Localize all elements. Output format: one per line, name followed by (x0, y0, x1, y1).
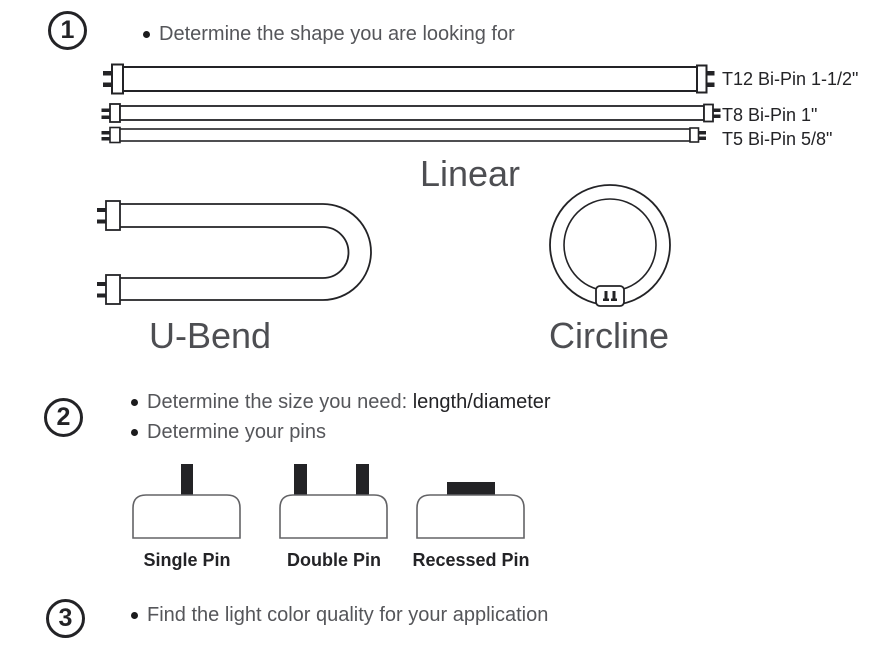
t12-tube-label: T12 Bi-Pin 1-1/2" (722, 69, 859, 89)
single-pin-label: Single Pin (143, 550, 231, 570)
step-2-badge: 2 (44, 398, 83, 437)
bullet-dot-icon (131, 398, 138, 406)
recessed-pin-drawing (416, 482, 525, 539)
step-1-bullet: Determine the shape you are looking for (143, 21, 515, 47)
step-2-size-prefix: Determine the size you need: (147, 391, 413, 413)
bullet-dot-icon (131, 428, 138, 436)
linear-shape-label: Linear (419, 153, 521, 194)
step-3-bullet: Find the light color quality for your ap… (131, 602, 548, 628)
double-pin-label: Double Pin (287, 550, 381, 570)
recessed-pin-label: Recessed Pin (412, 550, 530, 570)
circline-drawing (549, 184, 671, 307)
ubend-shape-label: U-Bend (148, 315, 272, 356)
ubend-drawing (97, 200, 372, 305)
step-3-number: 3 (58, 604, 73, 632)
step-2-size-bullet: Determine the size you need: length/diam… (131, 389, 551, 415)
t5-tube-label: T5 Bi-Pin 5/8" (722, 129, 833, 149)
single-pin-drawing (132, 464, 241, 539)
t5-tube-drawing (101, 126, 706, 144)
step-2-pins-bullet: Determine your pins (131, 419, 326, 445)
circline-shape-label: Circline (548, 315, 670, 356)
t12-tube-drawing (103, 63, 715, 95)
step-2-size-bullet-text: Determine the size you need: length/diam… (147, 389, 551, 415)
step-3-badge: 3 (46, 599, 85, 638)
step-1-bullet-text: Determine the shape you are looking for (159, 23, 515, 45)
step-1-badge: 1 (48, 11, 87, 50)
bullet-dot-icon (131, 611, 138, 619)
step-1-number: 1 (60, 16, 75, 44)
step-2-pins-bullet-text: Determine your pins (147, 421, 326, 443)
bullet-dot-icon (143, 30, 150, 38)
t8-tube-label: T8 Bi-Pin 1" (722, 105, 818, 125)
step-2-size-emphasis: length/diameter (412, 391, 551, 413)
step-2-number: 2 (56, 403, 71, 431)
double-pin-drawing (279, 464, 388, 539)
step-3-bullet-text: Find the light color quality for your ap… (147, 604, 549, 626)
t8-tube-drawing (101, 103, 721, 123)
